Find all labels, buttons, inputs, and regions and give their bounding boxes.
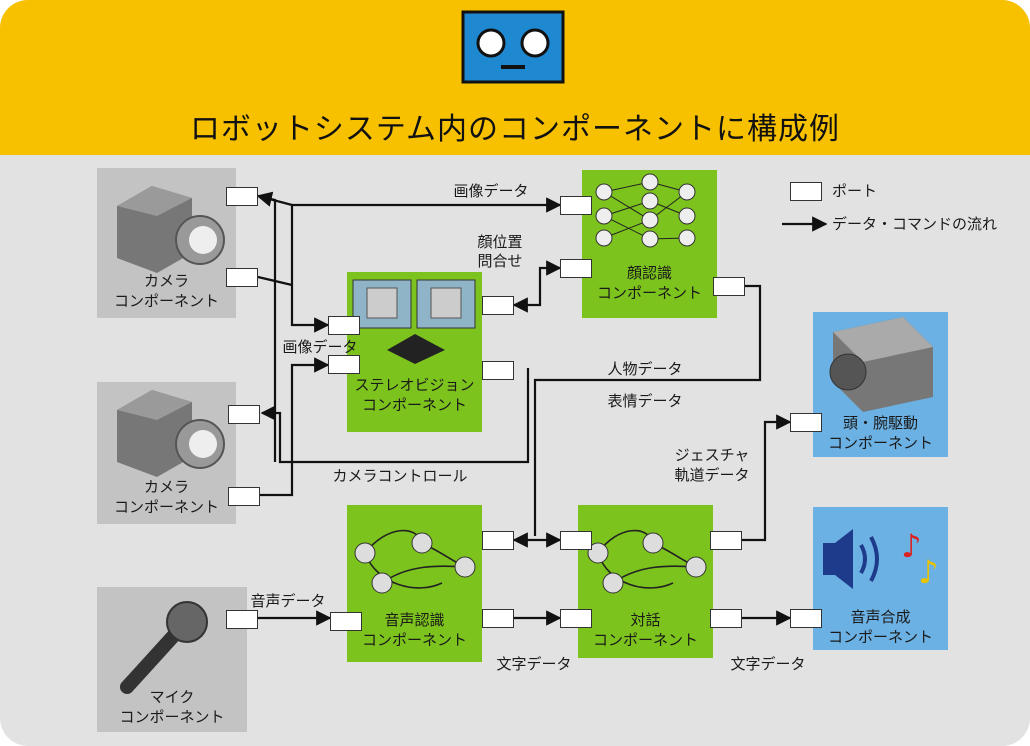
port <box>228 487 260 506</box>
wire-image-to-stereo-2 <box>258 357 330 497</box>
port <box>226 610 258 629</box>
face-label-1: 顔認識 <box>626 264 672 282</box>
port <box>226 187 258 206</box>
motor-icon <box>829 317 933 412</box>
port <box>710 609 742 628</box>
port <box>330 612 362 631</box>
port <box>482 609 514 628</box>
face-recognition-component <box>582 170 717 318</box>
port <box>790 413 822 432</box>
head-arm-drive-component <box>813 312 948 457</box>
mic-label-2: コンポーネント <box>119 708 225 726</box>
port <box>482 296 514 315</box>
speaker-music-icon: ♪ ♪ <box>823 527 938 591</box>
state-machine-icon <box>354 529 476 594</box>
speech-syn-label-2: コンポーネント <box>827 628 933 646</box>
label-image-data-top: 画像データ <box>453 182 529 200</box>
head-label-1: 頭・腕駆動 <box>842 414 918 432</box>
stereo-vision-component <box>347 272 482 432</box>
camera1-label-2: コンポーネント <box>113 292 219 310</box>
label-person-data: 人物データ <box>607 360 683 378</box>
speech-rec-label-2: コンポーネント <box>361 631 467 649</box>
label-text-data-2: 文字データ <box>730 655 806 673</box>
port <box>560 259 592 278</box>
label-audio-data: 音声データ <box>250 592 326 610</box>
label-image-data-mid: 画像データ <box>282 338 358 356</box>
label-face-pos-1: 顔位置 <box>477 233 523 251</box>
port <box>328 316 360 335</box>
port <box>710 531 742 550</box>
dialog-label-2: コンポーネント <box>592 631 698 649</box>
camera2-label-1: カメラ <box>143 478 189 496</box>
camera-icon <box>117 390 225 477</box>
mic-label-1: マイク <box>149 688 195 706</box>
port <box>560 609 592 628</box>
stereo-label-2: コンポーネント <box>361 396 467 414</box>
port <box>226 268 258 287</box>
port <box>790 609 822 628</box>
dialog-label-1: 対話 <box>630 611 661 629</box>
port <box>560 196 592 215</box>
port <box>228 405 260 424</box>
label-camera-control: カメラコントロール <box>332 467 468 485</box>
stereo-label-1: ステレオビジョン <box>354 376 475 394</box>
robot-face-icon <box>461 10 565 84</box>
svg-text:♪: ♪ <box>918 553 938 591</box>
camera2-component <box>97 382 236 524</box>
port <box>713 277 745 296</box>
wire-face-query <box>512 260 562 313</box>
legend-port-swatch <box>790 182 822 201</box>
camera1-label-1: カメラ <box>143 272 189 290</box>
speech-syn-label-1: 音声合成 <box>850 608 911 626</box>
label-text-data-1: 文字データ <box>496 655 572 673</box>
state-machine-icon <box>587 529 707 594</box>
label-expression-data: 表情データ <box>607 392 683 410</box>
wire-gesture <box>742 414 792 542</box>
port <box>560 531 592 550</box>
face-label-2: コンポーネント <box>596 284 702 302</box>
dialog-component <box>578 505 713 658</box>
wire-image-to-stereo <box>290 205 330 333</box>
stereo-camera-icon <box>352 279 476 364</box>
label-gesture-1: ジェスチャ <box>674 446 750 464</box>
neural-network-icon <box>595 173 696 248</box>
port <box>482 361 514 380</box>
port <box>482 531 514 550</box>
speech-rec-label-1: 音声認識 <box>384 611 445 629</box>
head-label-2: コンポーネント <box>827 434 933 452</box>
legend-flow-label: データ・コマンドの流れ <box>832 215 998 233</box>
camera1-component <box>97 168 236 318</box>
speech-recognition-component <box>347 505 482 662</box>
wire-person-data <box>533 284 762 536</box>
page-title: ロボットシステム内のコンポーネントに構成例 <box>189 112 841 147</box>
svg-text:♪: ♪ <box>901 527 921 565</box>
microphone-icon <box>120 601 208 694</box>
label-gesture-2: 軌道データ <box>674 466 750 484</box>
camera2-label-2: コンポーネント <box>113 498 219 516</box>
mic-component <box>97 587 247 732</box>
speech-synthesis-component: ♪ ♪ <box>813 507 948 650</box>
label-face-pos-2: 問合せ <box>477 252 523 270</box>
port <box>328 355 360 374</box>
legend-port-label: ポート <box>832 182 878 200</box>
camera-icon <box>117 186 225 273</box>
